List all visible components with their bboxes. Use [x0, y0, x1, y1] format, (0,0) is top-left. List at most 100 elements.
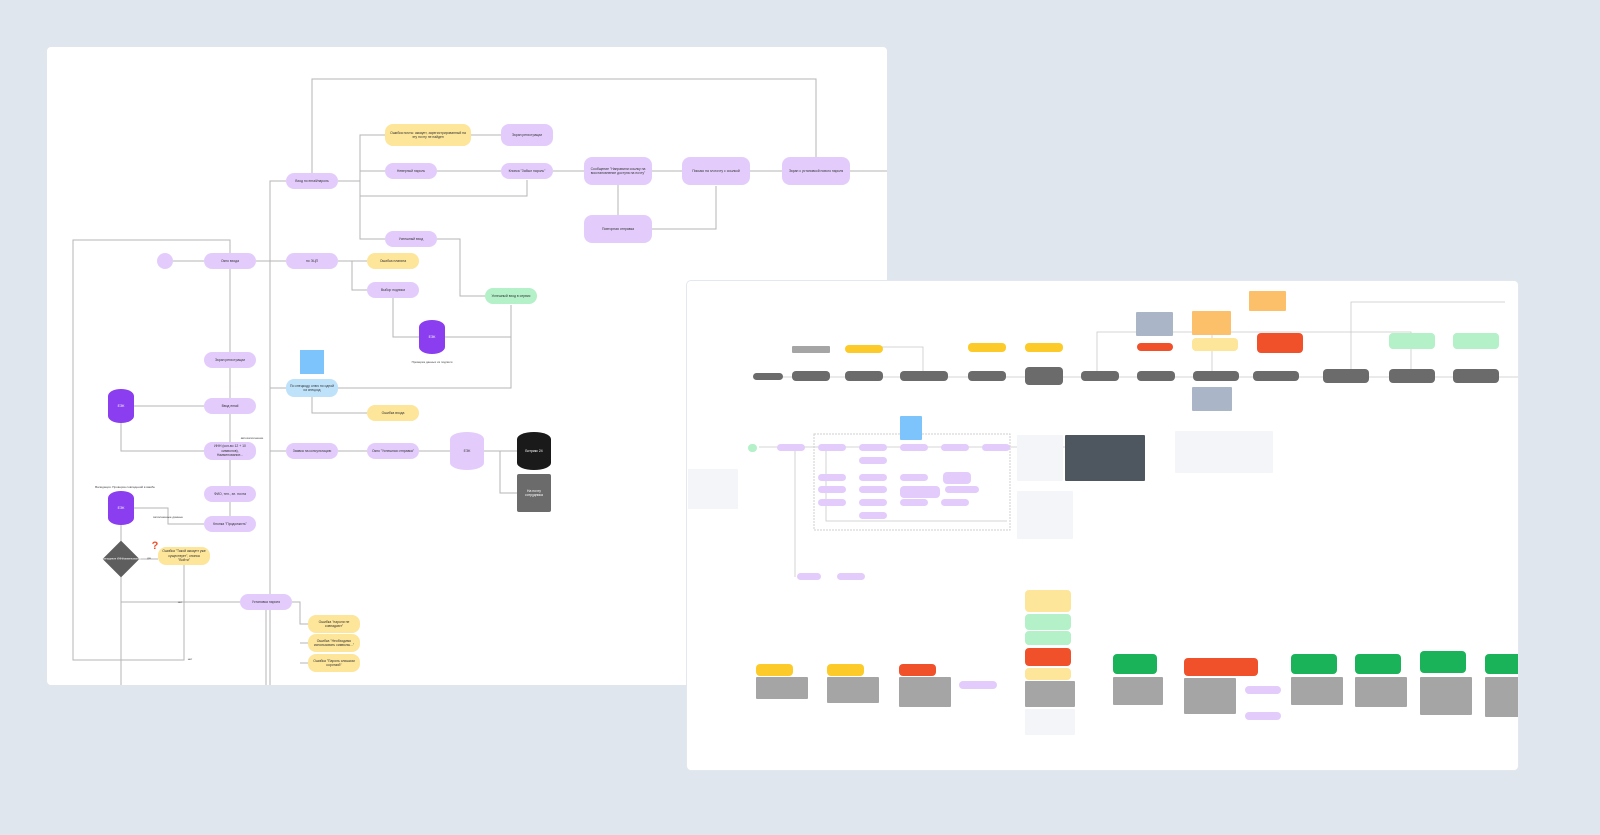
flow-node[interactable]: [968, 371, 1006, 381]
flow-node-set-password[interactable]: Установка пароля: [240, 594, 292, 610]
flow-node[interactable]: [1136, 312, 1173, 336]
flow-node[interactable]: [827, 664, 864, 676]
screen-thumbnail[interactable]: [688, 469, 738, 509]
flow-node[interactable]: [1245, 686, 1281, 694]
flow-node-wrong-password[interactable]: Неверный пароль: [385, 163, 437, 179]
flow-node[interactable]: [1113, 677, 1163, 705]
flow-node[interactable]: [1420, 677, 1472, 715]
flow-node[interactable]: [959, 681, 997, 689]
flow-node-success-service[interactable]: Успешный вход в сервис: [485, 288, 537, 304]
flow-node-register-screen-1[interactable]: Экран регистрации: [501, 124, 553, 146]
flow-node[interactable]: [859, 444, 887, 451]
flow-node[interactable]: [1184, 678, 1236, 714]
flow-node[interactable]: [1389, 369, 1435, 383]
flow-node[interactable]: [748, 444, 757, 452]
flow-node[interactable]: [1249, 291, 1286, 311]
flow-node[interactable]: [1323, 369, 1369, 383]
flow-node[interactable]: [797, 573, 821, 580]
flow-node[interactable]: [1453, 369, 1499, 383]
flow-node[interactable]: [1025, 668, 1071, 680]
flow-node[interactable]: [859, 499, 887, 506]
flow-node-inn[interactable]: ИНН (кол-во 12 + 10 символов), Наименова…: [204, 442, 256, 460]
flow-node-by-code[interactable]: По спецкоду, ключ по одной из спецкод: [286, 379, 338, 397]
flow-node[interactable]: [1193, 371, 1239, 381]
flow-node[interactable]: [1192, 311, 1231, 335]
flow-node[interactable]: [859, 474, 887, 481]
flow-node-login-window[interactable]: Окно входа: [204, 253, 256, 269]
flow-node-new-password-screen[interactable]: Экран с установкой нового пароля: [782, 157, 850, 185]
screen-thumbnail[interactable]: [1065, 435, 1145, 481]
flow-node[interactable]: [1420, 651, 1466, 673]
flow-node[interactable]: [1355, 677, 1407, 707]
screen-thumbnail[interactable]: [1175, 431, 1273, 473]
flow-node[interactable]: [818, 499, 846, 506]
flow-node[interactable]: [1485, 654, 1518, 674]
flow-node[interactable]: [1025, 681, 1075, 707]
flow-node[interactable]: [859, 486, 887, 493]
flow-node[interactable]: [756, 677, 808, 699]
flow-node[interactable]: [899, 677, 951, 707]
flow-node[interactable]: [1025, 343, 1063, 352]
flow-node[interactable]: [1025, 631, 1071, 645]
flow-node-by-eds[interactable]: по ЭЦП: [286, 253, 338, 269]
flow-node[interactable]: [792, 346, 830, 353]
flow-node-fio[interactable]: ФИО, тел., эл. почта: [204, 486, 256, 502]
flow-node[interactable]: [1253, 371, 1299, 381]
flow-node-message-sent[interactable]: Сообщение "Направили ссылку на восстанов…: [584, 157, 652, 185]
flow-node[interactable]: [941, 499, 969, 506]
flow-node-account-exists[interactable]: Ошибка "Такой аккаунт уже существует", к…: [158, 547, 210, 565]
flow-node[interactable]: [756, 664, 793, 676]
flow-node[interactable]: [1192, 387, 1232, 411]
flow-node[interactable]: [818, 486, 846, 493]
flow-node-email-input[interactable]: Ввод email: [204, 398, 256, 414]
flow-node[interactable]: [1291, 654, 1337, 674]
flow-node[interactable]: [1184, 658, 1258, 676]
flow-node[interactable]: [845, 345, 883, 353]
flow-node[interactable]: [1485, 677, 1518, 717]
flow-node[interactable]: [900, 499, 928, 506]
flow-node[interactable]: [1137, 343, 1173, 351]
flow-node[interactable]: [899, 664, 936, 676]
flow-node[interactable]: [818, 444, 846, 451]
flow-node-success-sent[interactable]: Окно "Успешная отправка": [367, 443, 419, 459]
flow-node[interactable]: [968, 343, 1006, 352]
flow-node-email-letter[interactable]: Письмо на эл.почту с ссылкой: [682, 157, 750, 185]
flow-node[interactable]: [1137, 371, 1175, 381]
flow-node[interactable]: [1081, 371, 1119, 381]
flow-node-choose-signature[interactable]: Выбор подписи: [367, 282, 419, 298]
flow-node[interactable]: [900, 371, 948, 381]
flow-node[interactable]: [1355, 654, 1401, 674]
screen-thumbnail[interactable]: [1025, 709, 1075, 735]
flow-node[interactable]: [818, 474, 846, 481]
screen-thumbnail[interactable]: [1017, 435, 1063, 481]
flow-node[interactable]: [900, 444, 928, 451]
flow-node-continue-button[interactable]: Кнопка "Продолжить": [204, 516, 256, 532]
flow-node-consultation[interactable]: Заявка на консультацию: [286, 443, 338, 459]
flow-node-email-password[interactable]: Вход по email/пароль: [286, 173, 338, 189]
employee-email-node[interactable]: На почту сотрудника: [517, 474, 551, 512]
flow-node[interactable]: [900, 486, 940, 498]
flow-node[interactable]: [859, 512, 887, 519]
flow-node-err-mismatch[interactable]: Ошибка "пароли не совпадают": [308, 615, 360, 633]
flow-node[interactable]: [777, 444, 805, 451]
flow-node[interactable]: [753, 373, 783, 380]
flow-node-err-symbols[interactable]: Ошибка "Необходимо использовать символы.…: [308, 634, 360, 652]
flow-node-err-short[interactable]: Ошибка "Пароль слишком короткий": [308, 654, 360, 672]
flow-node[interactable]: [859, 457, 887, 464]
flow-node[interactable]: [1453, 333, 1499, 349]
flow-node[interactable]: [845, 371, 883, 381]
flow-node-success-login[interactable]: Успешный вход: [385, 231, 437, 247]
flow-node-forgot-button[interactable]: Кнопка "Забыл пароль": [501, 163, 553, 179]
flow-node-email-error[interactable]: Ошибка почты: аккаунт, зарегистрированны…: [385, 124, 471, 146]
flow-node[interactable]: [1389, 333, 1435, 349]
flow-node[interactable]: [1113, 654, 1157, 674]
flow-node[interactable]: [900, 416, 922, 440]
flow-node[interactable]: [982, 444, 1010, 451]
flow-node-register-screen-2[interactable]: Экран регистрации: [204, 352, 256, 368]
flow-node[interactable]: [943, 472, 971, 484]
flow-node[interactable]: [1192, 338, 1238, 351]
flow-node-plugin-error[interactable]: Ошибка плагина: [367, 253, 419, 269]
flow-node[interactable]: [837, 573, 865, 580]
flow-node-resend[interactable]: Повторная отправка: [584, 215, 652, 243]
flow-node[interactable]: [827, 677, 879, 703]
